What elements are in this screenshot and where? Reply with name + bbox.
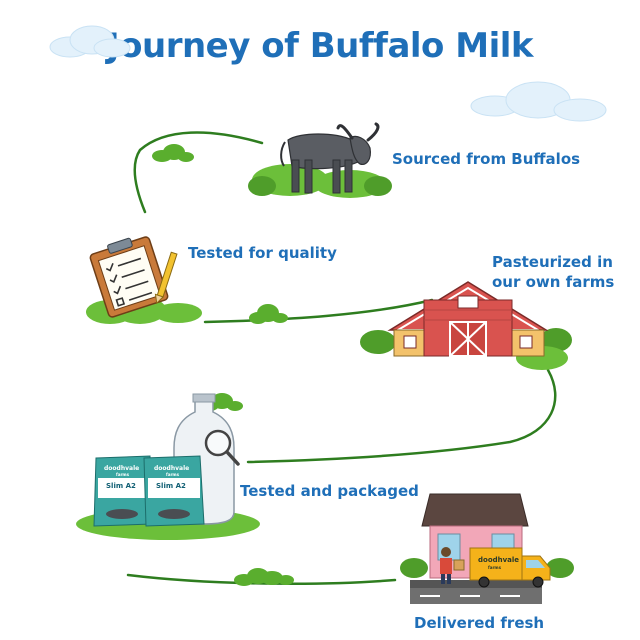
van-brand-sub: farms: [488, 565, 502, 570]
milk-packets-icon: doodhvale farms Slim A2 doodhvale farms …: [76, 393, 260, 540]
step-sourced-label: Sourced from Buffalos: [392, 150, 580, 168]
van-brand: doodhvale: [478, 556, 519, 564]
page-title: Journey of Buffalo Milk: [107, 26, 533, 66]
cloud-icon: [49, 25, 131, 58]
pencil-icon: [154, 251, 178, 305]
journey-path: [126, 131, 557, 585]
bush-decoration: [234, 568, 294, 586]
packet-brand: doodhvale: [104, 465, 139, 472]
packet-brand: doodhvale: [154, 465, 189, 472]
packet-brand-sub: farms: [116, 472, 130, 477]
packet-name: Slim A2: [106, 482, 136, 490]
packet-brand-sub: farms: [166, 472, 180, 477]
step-pasteurized-label-line1: Pasteurized in: [492, 253, 613, 271]
step-tested-label: Tested for quality: [188, 244, 337, 262]
step-packaged-label: Tested and packaged: [240, 482, 419, 500]
milk-packet: doodhvale farms Slim A2: [93, 455, 153, 527]
clipboard-icon: [86, 236, 202, 324]
barn-icon: [360, 281, 572, 370]
van: doodhvale farms: [469, 547, 551, 588]
delivery-van-icon: doodhvale farms: [400, 493, 574, 604]
buffalo-icon: [248, 122, 392, 198]
delivery-person-icon: [440, 547, 465, 584]
step-delivered-label: Delivered fresh: [414, 614, 544, 632]
magnifier-icon: [204, 429, 240, 466]
packet-name: Slim A2: [156, 482, 186, 490]
bush-decoration: [249, 304, 288, 324]
milk-packet: doodhvale farms Slim A2: [143, 455, 205, 527]
cloud-icon: [470, 81, 607, 122]
step-pasteurized-label-line2: our own farms: [492, 273, 614, 291]
bush-decoration: [152, 144, 194, 162]
